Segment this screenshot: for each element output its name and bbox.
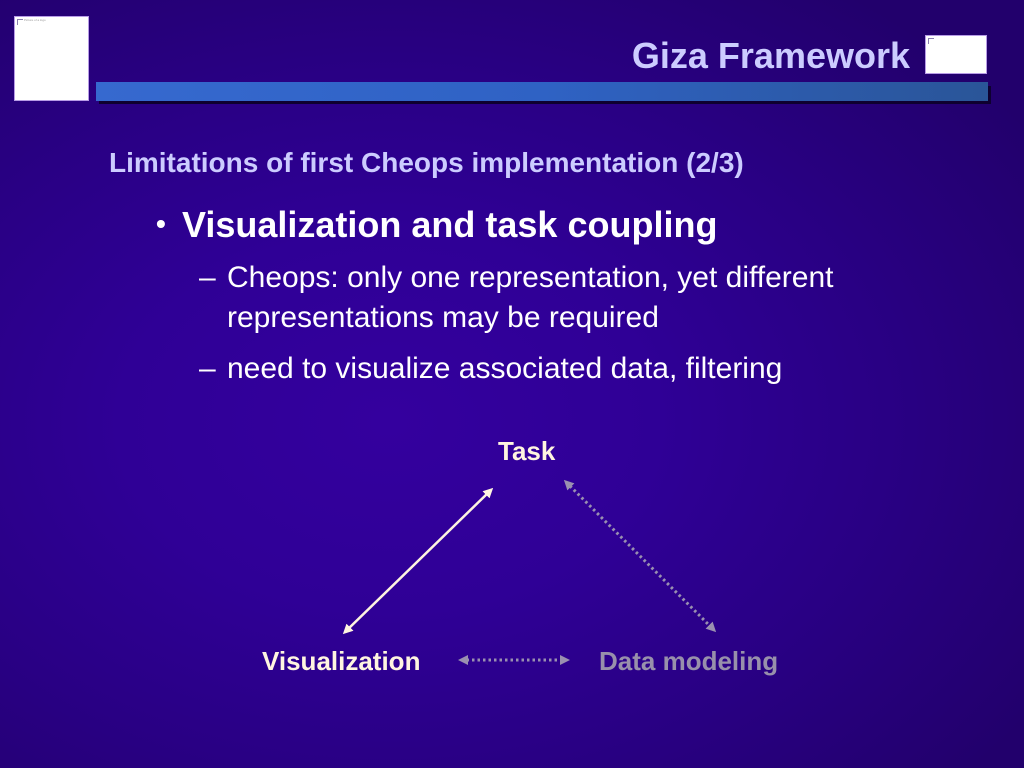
solid-double-arrow-visualization-task	[342, 487, 494, 635]
diagram-node-data-modeling: Data modeling	[599, 646, 779, 676]
title-bar	[96, 82, 988, 101]
sub-bullet-item: – Cheops: only one representation, yet d…	[199, 258, 947, 338]
broken-image-icon	[17, 19, 23, 25]
bullet-text: Visualization and task coupling	[182, 204, 718, 245]
slide-subtitle: Limitations of first Cheops implementati…	[109, 147, 744, 178]
sub-bullet-marker: –	[199, 261, 216, 294]
broken-image-icon	[928, 38, 934, 44]
image-alt-text: Picture of a logo	[24, 18, 46, 22]
logo-image-right	[925, 35, 987, 74]
sub-bullet-marker: –	[199, 352, 216, 385]
diagram-node-task: Task	[498, 436, 556, 466]
bullet-item: • Visualization and task coupling	[156, 204, 717, 246]
diagram-node-visualization: Visualization	[262, 646, 421, 676]
logo-image-left: Picture of a logo	[14, 16, 89, 101]
sub-bullet-text: Cheops: only one representation, yet dif…	[227, 261, 834, 334]
bullet-marker: •	[156, 208, 166, 239]
slide-title: Giza Framework	[631, 35, 910, 76]
sub-bullet-item: – need to visualize associated data, fil…	[199, 349, 947, 389]
sub-bullet-text: need to visualize associated data, filte…	[227, 352, 783, 385]
dotted-double-arrow-task-data-modeling	[563, 479, 717, 633]
